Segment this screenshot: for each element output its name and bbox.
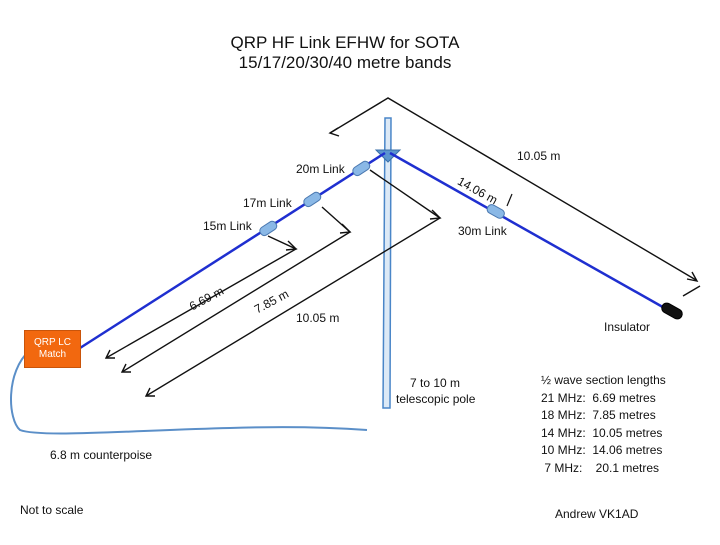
section-row-18mhz: 18 MHz: 7.85 metres <box>541 408 656 422</box>
antenna-wire-right <box>389 151 669 312</box>
label-insulator: Insulator <box>604 320 651 334</box>
label-15m-link: 15m Link <box>203 219 252 233</box>
link-20m <box>352 160 371 177</box>
link-15m <box>259 220 278 237</box>
label-not-to-scale: Not to scale <box>20 503 84 517</box>
label-dim-1005-right: 10.05 m <box>517 149 561 163</box>
qrp-lc-match-box: QRP LC Match <box>24 330 81 368</box>
match-box-line2: Match <box>38 349 67 360</box>
label-dim-1005-left: 10.05 m <box>296 311 340 325</box>
section-row-7mhz: 7 MHz: 20.1 metres <box>541 460 660 475</box>
section-row-14mhz: 14 MHz: 10.05 metres <box>541 425 663 440</box>
section-row-21mhz: 21 MHz: 6.69 metres <box>541 390 656 405</box>
section-lengths-table: ½ wave section lengths 21 MHz: 6.69 metr… <box>541 372 666 477</box>
insulator <box>661 302 683 320</box>
dim-left-1005-line <box>145 169 442 397</box>
section-row-10mhz: 10 MHz: 14.06 metres <box>541 443 663 457</box>
diagram-title-line1: QRP HF Link EFHW for SOTA <box>230 33 460 52</box>
dim-right-1005-line <box>329 97 697 281</box>
label-30m-link: 30m Link <box>458 224 507 238</box>
label-counterpoise: 6.8 m counterpoise <box>50 448 153 462</box>
label-pole-line2: telescopic pole <box>396 392 476 406</box>
label-pole-line1: 7 to 10 m <box>410 376 461 390</box>
telescopic-pole <box>382 117 392 409</box>
link-17m <box>303 191 322 208</box>
antenna-wire-left <box>79 151 386 350</box>
tick-1406 <box>506 193 513 207</box>
label-author: Andrew VK1AD <box>555 507 639 521</box>
label-20m-link: 20m Link <box>296 162 345 176</box>
link-30m <box>486 204 505 219</box>
diagram-title-line2: 15/17/20/30/40 metre bands <box>238 53 452 72</box>
dim-right-1005-tail <box>682 285 701 297</box>
section-lengths-heading: ½ wave section lengths <box>541 373 666 387</box>
label-17m-link: 17m Link <box>243 196 292 210</box>
match-box-line1: QRP LC <box>33 337 72 348</box>
counterpoise-wire <box>10 349 368 435</box>
